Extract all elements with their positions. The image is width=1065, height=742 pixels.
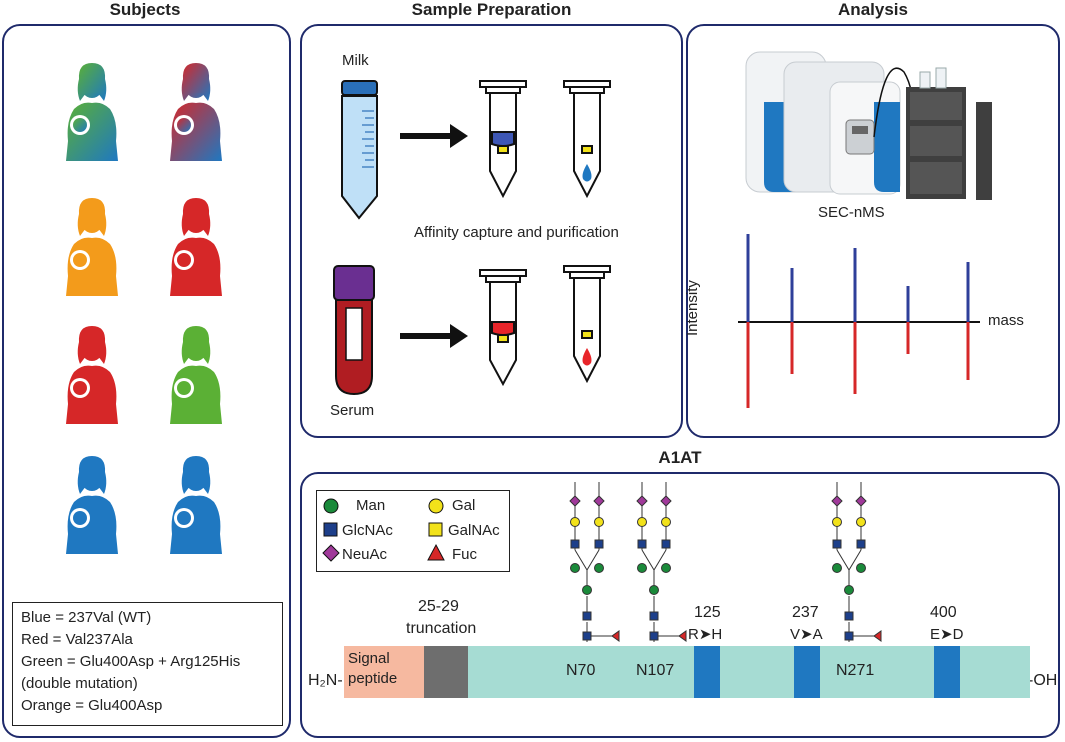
glycan-n107 [636,481,687,643]
legend-neuac: NeuAc [342,546,388,563]
signal-label-1: Signal [348,650,390,667]
legend-glcnac: GlcNAc [342,522,393,539]
glcnac-symbol [323,522,338,537]
legend-man: Man [356,497,386,514]
subjects-title: Subjects [109,0,181,19]
glycan-legend [316,490,510,572]
analysis-panel: SEC-nMS Intensity mass [684,24,1060,438]
legend-red: Red = Val237Ala [21,631,133,648]
legend-green-note: (double mutation) [21,675,138,692]
n-terminus: H₂N- [308,672,343,689]
signal-label-2: peptide [348,670,398,687]
serum-tube [333,265,375,396]
galnac-symbol [428,522,443,537]
subject-green-blue [66,63,118,161]
truncation-label-1: 25-29 [418,598,459,615]
mutation-400 [934,646,960,698]
subject-blue [66,456,118,554]
c-terminus: -OH [1028,672,1058,689]
truncation-label-2: truncation [406,620,477,637]
serum-label: Serum [330,402,375,419]
glycan-legend-symbols [322,498,445,562]
spin-column-serum-1 [479,269,527,387]
analysis-title: Analysis [838,0,908,19]
subject-figures [66,63,222,554]
subject-red-2 [66,326,118,424]
spin-column-serum-2 [563,265,611,384]
mutation-237-pos: 237 [792,604,819,621]
legend-blue: Blue = 237Val (WT) [21,609,152,626]
a1at-title: A1AT [658,448,702,467]
man-symbol [323,498,339,514]
subject-legend-box: Blue = 237Val (WT) Red = Val237Ala Green… [12,602,283,726]
mutation-125-pos: 125 [694,604,721,621]
legend-green: Green = Glu400Asp + Arg125His [21,653,241,670]
site-n70: N70 [566,662,596,679]
arrow-milk [400,124,468,148]
subject-blue-2 [170,456,222,554]
mutation-125 [694,646,720,698]
instrument-label: SEC-nMS [818,204,885,221]
fuc-symbol [427,543,445,561]
sample-prep-panel: Milk Serum Affinity capture and purifica… [300,24,683,438]
subjects-panel: Blue = 237Val (WT) Red = Val237Ala Green… [2,24,291,738]
legend-fuc: Fuc [452,546,478,563]
neuac-symbol [322,544,340,562]
legend-orange: Orange = Glu400Asp [21,697,163,714]
mass-spectrum [738,234,980,408]
milk-label: Milk [342,52,369,69]
subject-red [170,198,222,296]
subject-green [170,326,222,424]
glycan-n271 [831,481,882,643]
mass-label: mass [988,312,1024,329]
glycan-structures [569,481,882,643]
step-label: Affinity capture and purification [414,224,619,241]
mutation-400-pos: 400 [930,604,957,621]
truncation-region [424,646,468,698]
mutation-400-change: E➤D [930,626,964,643]
arrow-serum [400,324,468,348]
glycan-n70 [569,481,620,643]
subject-orange [66,198,118,296]
subject-red-blue [170,63,222,161]
mutation-125-change: R➤H [688,626,723,643]
gal-symbol [428,498,444,514]
mutation-237-change: V➤A [790,626,823,643]
sample-prep-title: Sample Preparation [411,0,572,19]
site-n271: N271 [836,662,875,679]
legend-galnac: GalNAc [448,522,500,539]
sample-prep-illustration [333,80,611,396]
a1at-panel: Man Gal GlcNAc GalNAc NeuAc Fuc H₂N- -OH… [300,472,1060,738]
intensity-label: Intensity [684,280,701,336]
instrument-illustration [745,51,992,200]
spin-column-milk-1 [479,80,527,199]
site-n107: N107 [636,662,675,679]
spin-column-milk-2 [563,80,611,199]
signal-peptide [344,646,424,698]
milk-tube [341,80,378,220]
mutation-237 [794,646,820,698]
legend-gal: Gal [452,497,476,514]
